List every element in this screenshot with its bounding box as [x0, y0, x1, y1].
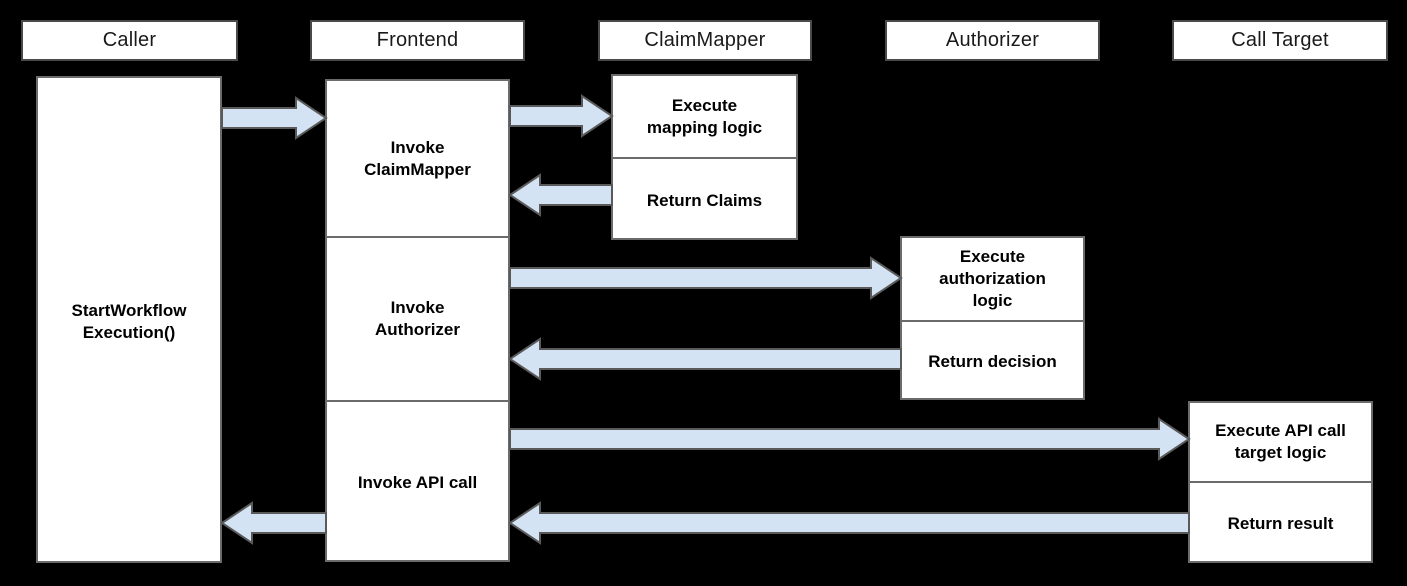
lane-header-claimmapper-label: ClaimMapper — [644, 29, 766, 51]
lane-header-frontend-label: Frontend — [376, 29, 459, 51]
lane-header-caller: Caller — [21, 20, 238, 61]
lane-header-authorizer: Authorizer — [885, 20, 1100, 61]
message-arrow-authorizer-to-frontend — [508, 337, 902, 381]
message-arrow-frontend-to-calltarget — [509, 417, 1191, 461]
lane-header-authorizer-label: Authorizer — [945, 29, 1040, 51]
message-arrow-frontend-to-caller — [220, 501, 327, 545]
lane-header-claimmapper: ClaimMapper — [598, 20, 812, 61]
activation-authorizer-segment-2: Return decision — [902, 320, 1083, 402]
message-arrow-frontend-to-claimmapper — [509, 94, 614, 138]
lane-header-calltarget: Call Target — [1172, 20, 1388, 61]
activation-claimmapper-segment-2: Return Claims — [613, 157, 796, 242]
lane-header-calltarget-label: Call Target — [1231, 29, 1329, 51]
message-arrow-frontend-to-authorizer — [509, 256, 903, 300]
activation-calltarget-segment-2: Return result — [1190, 481, 1371, 565]
message-arrow-caller-to-frontend — [221, 96, 328, 140]
lane-header-frontend: Frontend — [310, 20, 525, 61]
message-arrow-claimmapper-to-frontend — [508, 173, 613, 217]
activation-frontend-segment-3: Invoke API call — [327, 400, 508, 564]
lane-header-caller-label: Caller — [102, 29, 157, 51]
message-arrow-calltarget-to-frontend — [508, 501, 1190, 545]
